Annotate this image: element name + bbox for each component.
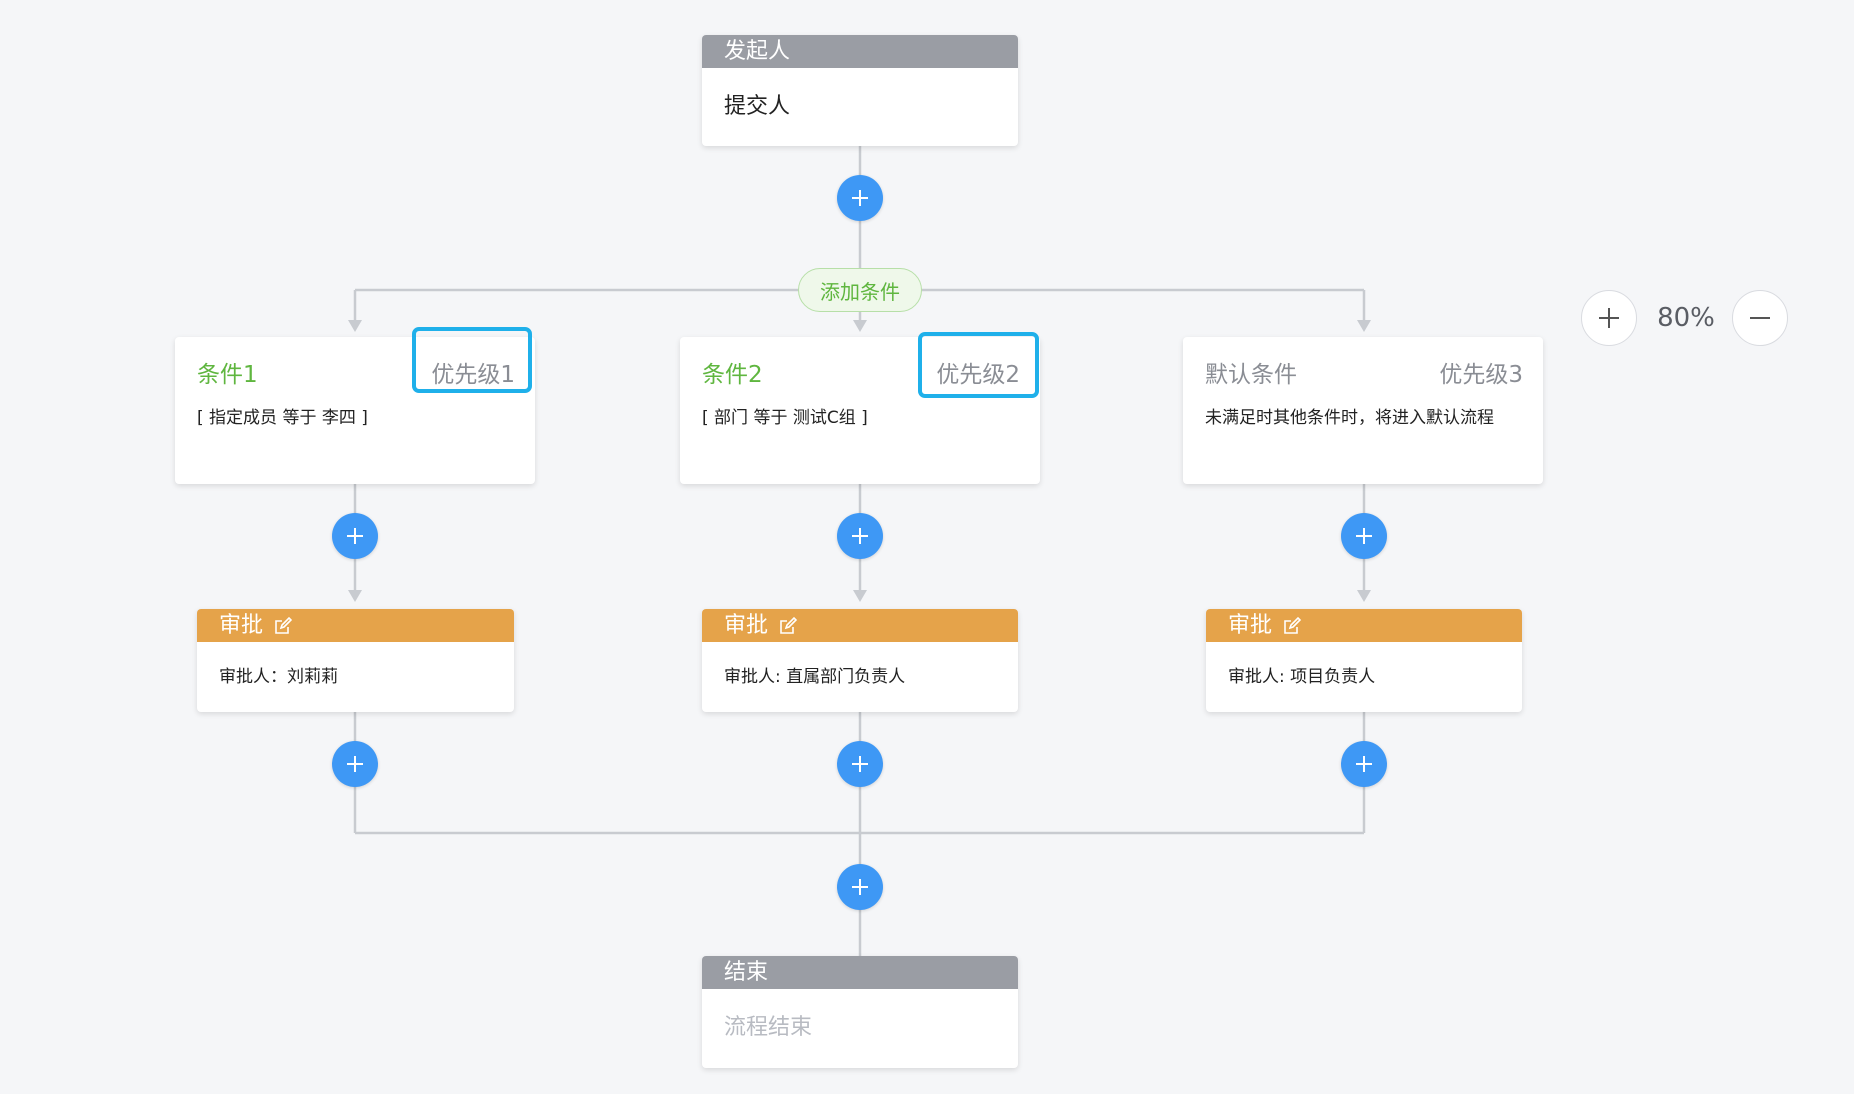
plus-icon [852, 879, 868, 895]
condition-description: [ 指定成员 等于 李四 ] [197, 408, 368, 428]
condition-title: 条件1 [197, 362, 258, 388]
plus-icon [852, 528, 868, 544]
end-node-header: 结束 [702, 956, 1018, 989]
condition-priority[interactable]: 优先级2 [936, 362, 1020, 388]
add-node-button[interactable] [332, 513, 378, 559]
approver-text: 审批人: 直属部门负责人 [724, 667, 906, 687]
condition-priority[interactable]: 优先级1 [431, 362, 515, 388]
condition-card-2[interactable]: 条件2 优先级2 [ 部门 等于 测试C组 ] [680, 337, 1040, 484]
condition-title: 条件2 [702, 362, 763, 388]
edit-icon[interactable] [778, 616, 798, 636]
approval-node-title: 审批 [724, 613, 769, 638]
start-node-body: 提交人 [724, 94, 791, 119]
approval-node-2[interactable]: 审批 审批人: 直属部门负责人 [702, 609, 1018, 712]
approval-node-1[interactable]: 审批 审批人：刘莉莉 [197, 609, 514, 712]
edit-icon[interactable] [1282, 616, 1302, 636]
plus-icon [852, 190, 868, 206]
add-condition-button[interactable]: 添加条件 [798, 268, 922, 312]
plus-icon [852, 756, 868, 772]
add-node-button[interactable] [837, 741, 883, 787]
minus-icon [1750, 317, 1770, 319]
zoom-in-button[interactable] [1581, 290, 1637, 346]
condition-card-1[interactable]: 条件1 优先级1 [ 指定成员 等于 李四 ] [175, 337, 535, 484]
plus-icon [347, 528, 363, 544]
end-node-body: 流程结束 [724, 1015, 813, 1040]
plus-icon [1356, 528, 1372, 544]
condition-description: [ 部门 等于 测试C组 ] [702, 408, 868, 428]
start-node-header: 发起人 [702, 35, 1018, 68]
add-node-button[interactable] [837, 175, 883, 221]
end-node-title: 结束 [724, 960, 769, 985]
edit-icon[interactable] [273, 616, 293, 636]
approval-node-title: 审批 [1228, 613, 1273, 638]
zoom-level: 80% [1657, 303, 1715, 333]
start-node[interactable]: 发起人 提交人 [702, 35, 1018, 146]
add-node-button[interactable] [1341, 741, 1387, 787]
approval-node-header: 审批 [702, 609, 1018, 642]
approval-node-header: 审批 [197, 609, 514, 642]
condition-card-default[interactable]: 默认条件 优先级3 未满足时其他条件时，将进入默认流程 [1183, 337, 1543, 484]
add-node-button[interactable] [332, 741, 378, 787]
approver-text: 审批人：刘莉莉 [219, 667, 338, 687]
approval-node-3[interactable]: 审批 审批人: 项目负责人 [1206, 609, 1522, 712]
plus-icon [1356, 756, 1372, 772]
approver-text: 审批人: 项目负责人 [1228, 667, 1376, 687]
approval-node-title: 审批 [219, 613, 264, 638]
priority-highlight-2 [918, 332, 1039, 398]
plus-icon [1599, 308, 1619, 328]
end-node[interactable]: 结束 流程结束 [702, 956, 1018, 1068]
zoom-out-button[interactable] [1732, 290, 1788, 346]
plus-icon [347, 756, 363, 772]
approval-node-header: 审批 [1206, 609, 1522, 642]
add-node-button[interactable] [1341, 513, 1387, 559]
start-node-title: 发起人 [724, 39, 791, 64]
priority-highlight-1 [412, 327, 532, 393]
add-node-button[interactable] [837, 513, 883, 559]
add-node-button[interactable] [837, 864, 883, 910]
condition-priority[interactable]: 优先级3 [1439, 362, 1523, 388]
condition-description: 未满足时其他条件时，将进入默认流程 [1205, 408, 1494, 428]
condition-title: 默认条件 [1205, 362, 1297, 388]
